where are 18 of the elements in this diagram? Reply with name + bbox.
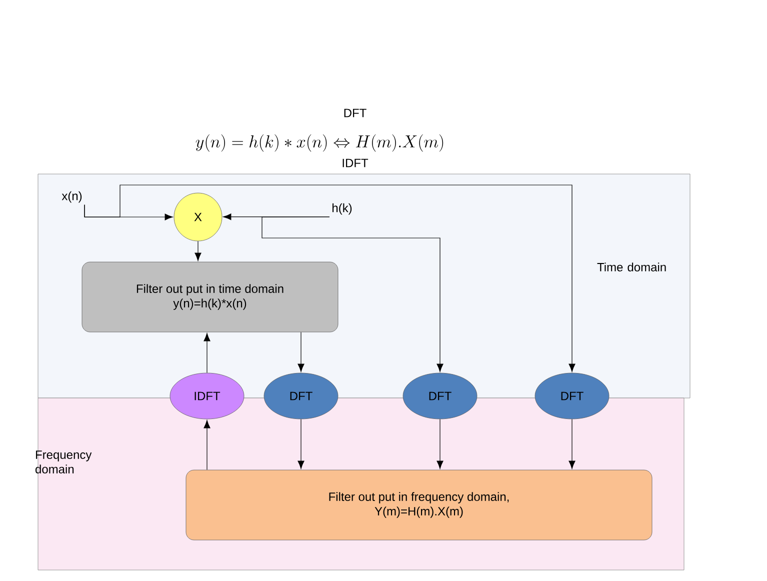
region-label: Time domain — [597, 262, 666, 272]
transform-label: IDFT — [342, 158, 368, 168]
signal-label: h(k) — [332, 203, 352, 215]
arrow — [194, 240, 202, 261]
equation: $y(n)=h(k)*x(n)\Leftrightarrow H(m).X(m)$ — [196, 134, 444, 152]
filter-box: Filter out put in frequency domain, Y(m)=H(m).X(m) — [186, 470, 652, 540]
transform-label: DFT — [344, 108, 366, 118]
arrow — [568, 418, 576, 469]
region-label: Frequency domain — [36, 450, 92, 474]
arrow — [298, 418, 304, 469]
arrow — [262, 216, 444, 372]
arrow — [436, 418, 444, 469]
signal-label: x(n) — [62, 191, 82, 203]
arrow — [84, 184, 576, 372]
arrow — [204, 333, 210, 374]
arrow — [298, 332, 304, 372]
arrow — [204, 420, 210, 470]
filter-box: Filter out put in time domain y(n)=h(k)*x(n) — [82, 262, 338, 332]
